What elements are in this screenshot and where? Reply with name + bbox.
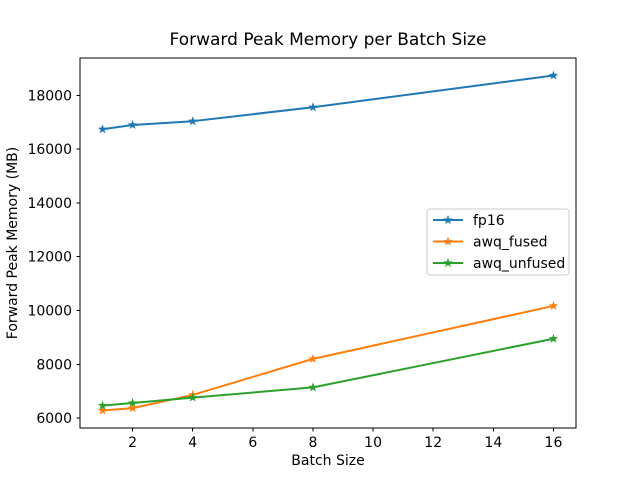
series-marker-awq_fused — [548, 300, 559, 310]
y-tick-label: 18000 — [27, 88, 72, 104]
series-marker-awq_unfused — [97, 400, 108, 410]
y-tick-label: 8000 — [36, 357, 72, 373]
series-marker-fp16 — [308, 102, 318, 112]
series-marker-awq_unfused — [127, 397, 138, 408]
y-tick-label: 14000 — [27, 196, 72, 212]
x-tick-label: 2 — [128, 435, 137, 451]
y-axis-label: Forward Peak Memory (MB) — [5, 147, 21, 339]
legend-sample-marker-awq_unfused — [443, 258, 453, 268]
legend-label-fp16: fp16 — [473, 213, 505, 229]
x-tick-label: 14 — [484, 435, 502, 451]
series-marker-fp16 — [97, 124, 108, 134]
series-marker-awq_unfused — [187, 392, 198, 402]
axes-spines — [79, 57, 577, 429]
legend-label-awq_fused: awq_fused — [473, 235, 548, 251]
series-line-fp16 — [102, 74, 554, 131]
legend-sample-marker-awq_fused — [443, 236, 453, 246]
x-tick-label: 6 — [248, 435, 257, 451]
y-tick-label: 16000 — [27, 142, 72, 158]
legend-label-awq_unfused: awq_unfused — [473, 256, 565, 272]
legend-box — [426, 208, 570, 276]
series-marker-fp16 — [548, 70, 559, 80]
series-marker-awq_fused — [127, 403, 138, 413]
x-axis-label: Batch Size — [291, 453, 364, 469]
x-tick-label: 4 — [188, 435, 197, 451]
y-tick-label: 10000 — [27, 303, 72, 319]
x-tick-label: 10 — [364, 435, 382, 451]
series-marker-awq_unfused — [308, 382, 318, 392]
series-marker-fp16 — [187, 116, 198, 126]
x-tick-label: 12 — [424, 435, 442, 451]
plot-area: 2 4 6 8 10 12 14 16 6000 8000 10000 12000 14000 16000… — [27, 57, 577, 451]
series-marker-awq_unfused — [548, 333, 559, 343]
series-marker-awq_fused — [308, 353, 318, 363]
y-tick-label: 6000 — [36, 411, 72, 427]
series-line-awq_unfused — [102, 337, 554, 407]
series-line-awq_fused — [102, 304, 554, 412]
series-marker-fp16 — [127, 119, 138, 129]
x-tick-label: 16 — [545, 435, 563, 451]
chart-title: Forward Peak Memory per Batch Size — [170, 30, 487, 50]
x-tick-label: 8 — [309, 435, 318, 451]
y-tick-label: 12000 — [27, 250, 72, 266]
legend-sample-marker-fp16 — [443, 215, 453, 225]
series-marker-awq_fused — [97, 405, 108, 415]
